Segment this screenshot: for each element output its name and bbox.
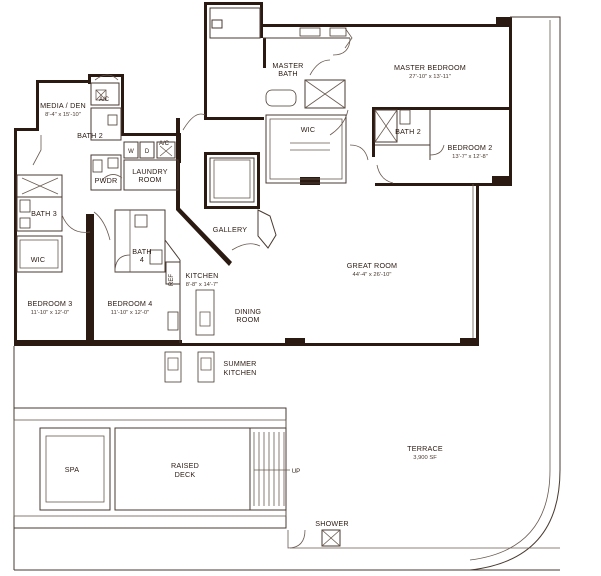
exterior-walls [14, 2, 512, 346]
room-labels: MASTER BEDROOM 27'-10" x 13'-11" MASTER … [28, 61, 493, 528]
stairs [249, 427, 290, 511]
laundry-label-1: LAUNDRY [132, 167, 168, 176]
bath4-label-2: 4 [140, 255, 144, 264]
bedroom2-dims: 13'-7" x 12'-8" [452, 154, 488, 160]
laundry-label-2: ROOM [138, 175, 161, 184]
media-den-dims: 8'-4" x 15'-10" [45, 112, 81, 118]
dryer-label: D [145, 149, 150, 155]
raised-deck-label-1: RAISED [171, 461, 199, 470]
pwdr-label: PWDR [95, 176, 118, 185]
wic-left-label: WIC [31, 255, 46, 264]
ac-top-label: A/C [99, 97, 110, 103]
great-room-dims: 44'-4" x 26'-10" [353, 272, 392, 278]
wic-master-label: WIC [301, 125, 316, 134]
shower-label: SHOWER [315, 519, 349, 528]
bath4-label-1: BATH [132, 247, 151, 256]
bedroom3-label: BEDROOM 3 [28, 299, 73, 308]
bath2-right-label: BATH 2 [395, 127, 421, 136]
ac-laundry-label: A/C [159, 141, 170, 147]
master-bedroom-dims: 27'-10" x 13'-11" [409, 74, 451, 80]
kitchen-dims: 8'-8" x 14'-7" [186, 282, 218, 288]
master-bath-label-1: MASTER [272, 61, 303, 70]
dining-label-2: ROOM [236, 315, 259, 324]
spa-label: SPA [65, 465, 79, 474]
ref-label: REF [169, 274, 175, 286]
master-bath-label-2: BATH [278, 69, 297, 78]
interior-lines [16, 7, 474, 383]
bath3-label: BATH 3 [31, 209, 57, 218]
washer-label: W [128, 149, 134, 155]
media-den-label: MEDIA / DEN [40, 101, 86, 110]
kitchen-label: KITCHEN [186, 271, 219, 280]
great-room-label: GREAT ROOM [347, 261, 397, 270]
terrace-label: TERRACE [407, 444, 443, 453]
summer-kitchen-label-2: KITCHEN [224, 368, 257, 377]
raised-deck-label-2: DECK [175, 470, 196, 479]
bedroom4-label: BEDROOM 4 [108, 299, 153, 308]
bedroom4-dims: 11'-10" x 12'-0" [111, 310, 149, 316]
bedroom2-label: BEDROOM 2 [448, 143, 493, 152]
dining-label-1: DINING [235, 307, 262, 316]
terrace-outline [13, 16, 561, 571]
gallery-label: GALLERY [213, 225, 247, 234]
summer-kitchen-label-1: SUMMER [223, 359, 256, 368]
terrace-dims: 3,900 SF [413, 455, 437, 461]
stairs-up-label: UP [292, 469, 300, 475]
bath2-left-label: BATH 2 [77, 131, 103, 140]
bedroom3-dims: 11'-10" x 12'-0" [31, 310, 69, 316]
master-bedroom-label: MASTER BEDROOM [394, 63, 466, 72]
